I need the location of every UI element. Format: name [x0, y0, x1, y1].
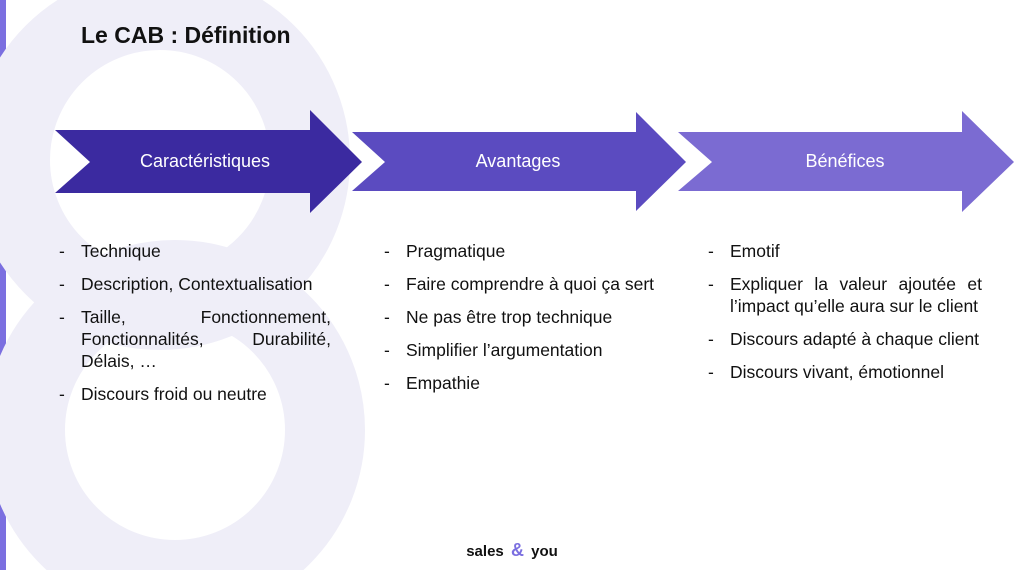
logo-text-left: sales [466, 543, 504, 560]
bullet-dash: - [384, 274, 390, 294]
list-item: -Faire comprendre à quoi ça sert [384, 274, 655, 294]
list-item: -Taille, Fonctionnement, Fonctionnalités… [59, 307, 331, 371]
bullet-dash: - [59, 274, 65, 294]
arrow-label-caracteristiques: Caractéristiques [139, 151, 271, 171]
bullet-dash: - [59, 384, 65, 404]
list-item: -Discours froid ou neutre [59, 384, 267, 404]
list-item: -Description, Contextualisation [59, 274, 313, 294]
bullet-dash: - [708, 274, 714, 294]
arrow-avantages [352, 112, 686, 211]
bullet-dash: - [708, 241, 714, 261]
list-item: -Empathie [384, 373, 480, 393]
bullet-dash: - [384, 340, 390, 360]
column-benefices: -Emotif -Expliquer la valeur ajoutée et … [708, 240, 982, 394]
arrow-caracteristiques [55, 110, 362, 213]
bullet-dash: - [708, 362, 714, 382]
bullet-dash: - [384, 241, 390, 261]
list-item: -Simplifier l’argumentation [384, 340, 603, 360]
bullet-dash: - [59, 307, 65, 327]
list-item: -Discours adapté à chaque client [708, 329, 980, 349]
page-title: Le CAB : Définition [81, 22, 291, 48]
bullet-dash: - [384, 373, 390, 393]
bullet-dash: - [384, 307, 390, 327]
list-item: -Technique [59, 241, 161, 261]
logo-ampersand: & [510, 540, 524, 560]
bullet-dash: - [59, 241, 65, 261]
arrow-label-avantages: Avantages [475, 151, 561, 171]
arrow-benefices [678, 111, 1014, 212]
column-caracteristiques: -Technique -Description, Contextualisati… [59, 240, 331, 416]
column-avantages: -Pragmatique -Faire comprendre à quoi ça… [384, 240, 674, 405]
left-accent-bar [0, 0, 6, 570]
list-item: -Emotif [708, 241, 780, 261]
list-item: -Pragmatique [384, 241, 506, 261]
list-item: -Ne pas être trop technique [384, 307, 613, 327]
list-item: -Expliquer la valeur ajoutée et l’impact… [708, 274, 982, 316]
brand-logo: sales & you [0, 540, 1024, 561]
list-item: -Discours vivant, émotionnel [708, 362, 944, 382]
arrow-label-benefices: Bénéfices [805, 151, 885, 171]
bullet-dash: - [708, 329, 714, 349]
logo-text-right: you [531, 543, 558, 560]
